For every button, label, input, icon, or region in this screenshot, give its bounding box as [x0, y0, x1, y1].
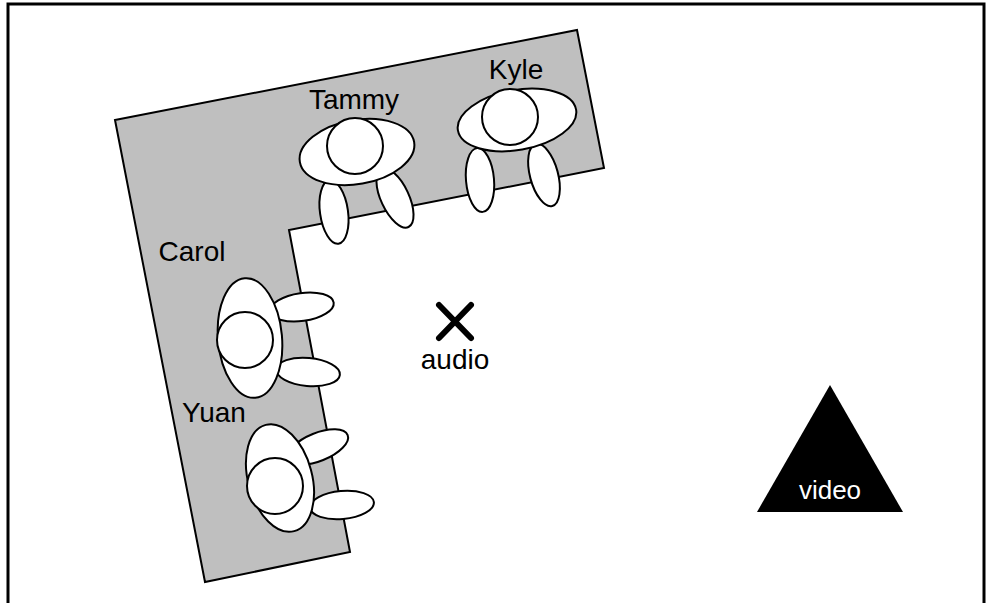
person-figure [235, 417, 375, 540]
audio-label: audio [421, 345, 490, 376]
person-head [247, 458, 303, 514]
triangle-outline [757, 385, 903, 512]
person-body [453, 80, 582, 160]
person-body [294, 110, 419, 193]
label-holder: Carol [159, 237, 226, 268]
audio-x-stroke [439, 305, 471, 338]
l-shaped-table [115, 30, 604, 582]
person-head [482, 89, 538, 145]
person-leg [316, 178, 353, 245]
person-name: Kyle [489, 55, 543, 86]
person-name: Tammy [309, 85, 399, 116]
person-leg [309, 488, 375, 521]
audio-x-stroke [439, 305, 471, 338]
person-name: Carol [159, 237, 226, 268]
person-head [327, 118, 383, 174]
room-border [8, 4, 984, 603]
label-holder: Kyle [489, 55, 543, 86]
person-figure [213, 275, 341, 400]
person-figure [453, 80, 582, 213]
label-holder: Tammy [309, 85, 399, 116]
person-body [235, 417, 325, 540]
label-holder: audio [421, 345, 490, 376]
audio-marker [439, 305, 471, 338]
person-body [213, 275, 287, 400]
label-holder: Yuan [182, 398, 246, 429]
person-leg [275, 355, 341, 388]
person-name: Yuan [182, 398, 246, 429]
people [213, 80, 581, 539]
video-camera-triangle: video [757, 385, 903, 512]
person-head [217, 312, 273, 368]
person-leg [522, 140, 566, 209]
video-label: video [799, 476, 861, 505]
person-figure [294, 110, 421, 245]
person-leg [463, 147, 496, 213]
